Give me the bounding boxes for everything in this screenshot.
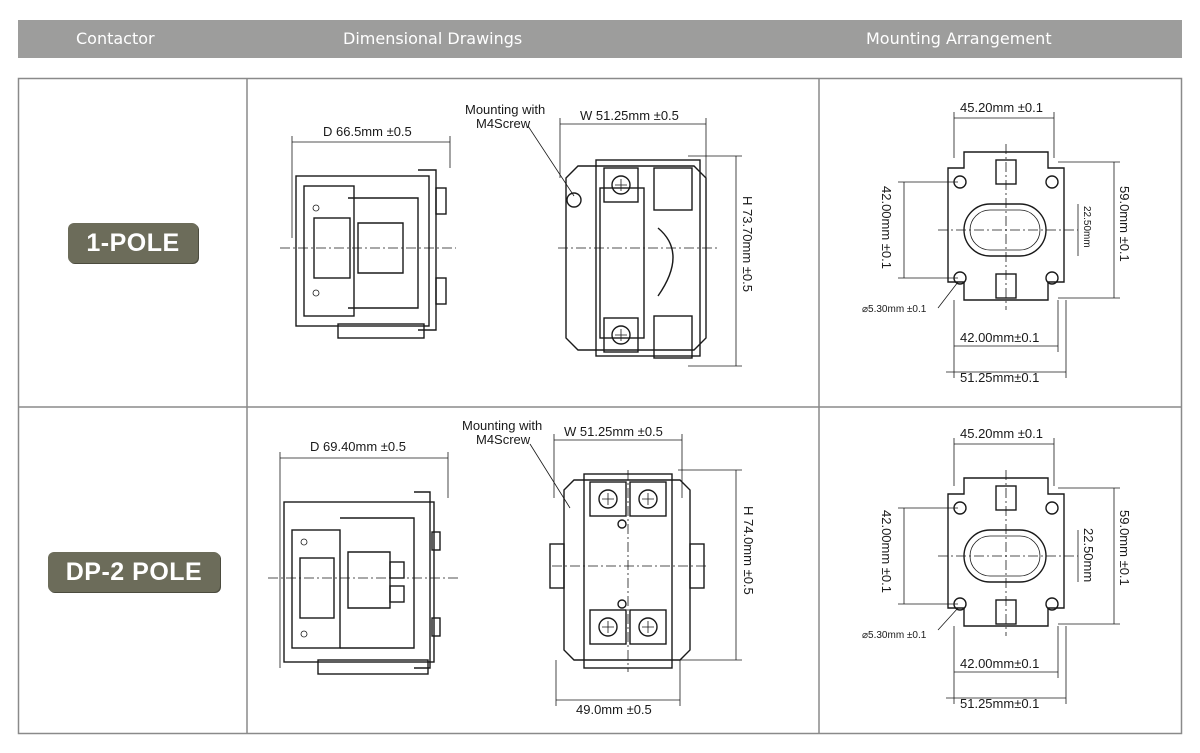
depth-label: D 66.5mm ±0.5 — [323, 124, 412, 139]
right-height-label: 59.0mm ±0.1 — [1117, 186, 1132, 262]
header-dimensional-drawings: Dimensional Drawings — [343, 29, 523, 48]
bottom-outer-label: 51.25mm±0.1 — [960, 696, 1039, 711]
top-width-label: 45.20mm ±0.1 — [960, 426, 1043, 441]
width-label: W 51.25mm ±0.5 — [564, 424, 663, 439]
hole-label: ⌀5.30mm ±0.1 — [862, 630, 927, 641]
bottom-outer-label: 51.25mm±0.1 — [960, 370, 1039, 385]
height-label: H 74.0mm ±0.5 — [741, 506, 756, 595]
left-height-label: 42.00mm ±0.1 — [879, 510, 894, 593]
table-header: Contactor Dimensional Drawings Mounting … — [18, 20, 1182, 58]
center-label: 22.50mm — [1081, 528, 1096, 582]
center-label: 22.50mm — [1081, 206, 1092, 248]
right-height-label: 59.0mm ±0.1 — [1117, 510, 1132, 586]
top-width-label: 45.20mm ±0.1 — [960, 100, 1043, 115]
header-contactor: Contactor — [76, 29, 155, 48]
width-label: W 51.25mm ±0.5 — [580, 108, 679, 123]
side-view-drawing-1-pole: D 66.5mm ±0.5 — [280, 124, 456, 339]
hole-label: ⌀5.30mm ±0.1 — [862, 304, 927, 315]
bottom-inner-label: 42.00mm±0.1 — [960, 330, 1039, 345]
side-view-drawing-dp-2-pole: D 69.40mm ±0.5 — [268, 439, 458, 675]
depth-label: D 69.40mm ±0.5 — [310, 439, 406, 454]
front-view-drawing-dp-2-pole: Mounting with M4Screw W 51.25mm ±0.5 H 7… — [462, 418, 756, 717]
table-grid-lines — [17, 77, 1183, 735]
mounting-drawing-1-pole: 45.20mm ±0.1 42.00mm ±0.1 59.0mm ±0.1 22… — [862, 100, 1132, 385]
mounting-note-line2: M4Screw — [476, 432, 531, 447]
front-view-drawing-1-pole: Mounting with M4Screw W 51.25mm ±0.5 H 7… — [465, 102, 755, 367]
height-label: H 73.70mm ±0.5 — [740, 196, 755, 292]
pole-badge-1-pole: 1-POLE — [68, 223, 198, 263]
spec-table: 1-POLE D 66.5mm ±0.5 Mounting with M4Scr… — [17, 77, 1183, 735]
bottom-inner-label: 42.00mm±0.1 — [960, 656, 1039, 671]
mounting-note-line2: M4Screw — [476, 116, 531, 131]
mounting-note-line1: Mounting with — [465, 102, 545, 117]
mounting-drawing-dp-2-pole: 45.20mm ±0.1 42.00mm ±0.1 59.0mm ±0.1 22… — [862, 426, 1132, 711]
header-mounting-arrangement: Mounting Arrangement — [866, 29, 1052, 48]
mounting-note-line1: Mounting with — [462, 418, 542, 433]
bottom-width-label: 49.0mm ±0.5 — [576, 702, 652, 717]
left-height-label: 42.00mm ±0.1 — [879, 186, 894, 269]
pole-badge-dp-2-pole: DP-2 POLE — [48, 552, 220, 592]
